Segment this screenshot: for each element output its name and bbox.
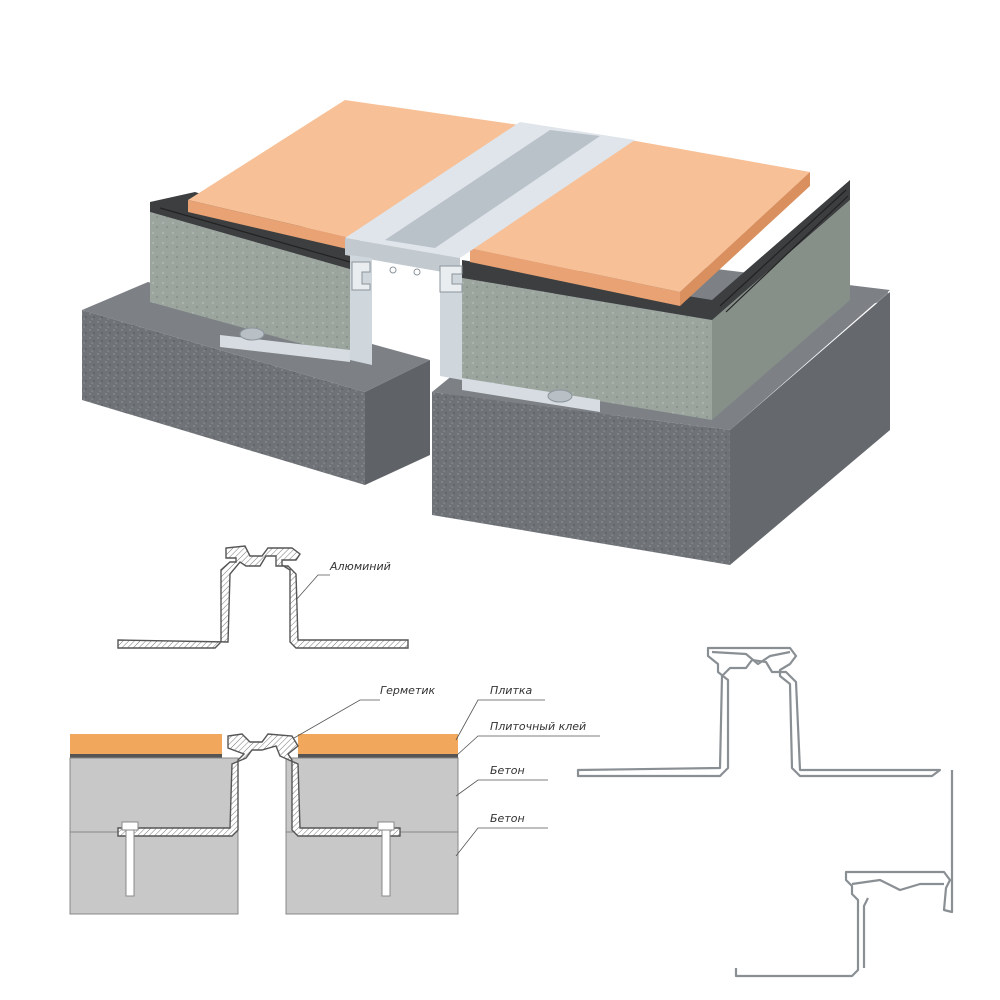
section-tile-right xyxy=(298,734,458,754)
concrete-slab-left xyxy=(150,212,360,360)
label-concrete-top: Бетон xyxy=(490,764,525,777)
section-concrete-lower-left xyxy=(69,831,239,915)
cross-section: Герметик Плитка Плиточный клей Бетон Бет… xyxy=(69,684,600,915)
outline-profile-large xyxy=(576,646,942,778)
section-tile-left xyxy=(70,734,222,754)
section-adhesive-left xyxy=(70,754,222,758)
tile-left xyxy=(188,100,540,252)
aluminium-profile-3d xyxy=(220,122,635,412)
label-sealant: Герметик xyxy=(380,684,436,697)
anchor-bolt-left xyxy=(121,821,139,897)
section-concrete-upper-right xyxy=(285,757,459,833)
label-aluminium: Алюминий xyxy=(329,560,391,573)
rubber-ribs xyxy=(159,189,849,313)
label-concrete-bottom: Бетон xyxy=(490,812,525,825)
rubber-layer-right xyxy=(462,180,850,320)
anchor-bolt-right xyxy=(377,821,395,897)
profile-sketch: Алюминий xyxy=(117,545,409,649)
section-concrete-lower-right xyxy=(285,831,459,915)
concrete-slab-right xyxy=(462,200,850,420)
section-profile xyxy=(117,733,401,837)
isometric-illustration xyxy=(82,100,890,565)
label-tile-adhesive: Плиточный клей xyxy=(490,720,586,733)
outline-profile-small xyxy=(734,770,954,978)
section-concrete-upper-left xyxy=(69,757,239,833)
section-adhesive-right xyxy=(298,754,458,758)
tile-right xyxy=(470,140,810,306)
label-tile: Плитка xyxy=(490,684,533,697)
